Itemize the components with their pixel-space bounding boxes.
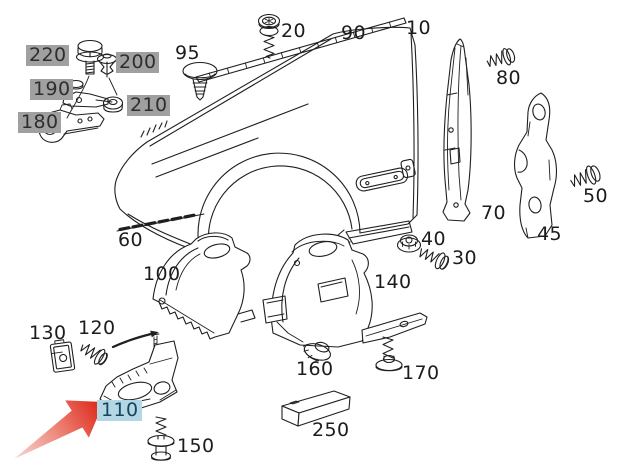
part-label-95: 95 (175, 42, 200, 64)
part-label-100: 100 (143, 263, 181, 285)
hood-strip-90 (195, 17, 407, 83)
screw-20 (257, 13, 281, 59)
clip-130 (49, 339, 76, 373)
grommet-210 (102, 96, 124, 113)
part-label-250: 250 (312, 419, 350, 441)
part-label-90: 90 (341, 22, 366, 44)
part-label-45: 45 (537, 223, 562, 245)
bolt-30 (419, 248, 450, 270)
part-label-70: 70 (481, 202, 506, 224)
part-label-20: 20 (281, 20, 306, 42)
part-label-200: 200 (116, 52, 160, 73)
screw-80 (486, 48, 516, 67)
part-label-40: 40 (421, 228, 446, 250)
screw-120 (80, 344, 108, 366)
part-label-130: 130 (29, 322, 67, 344)
part-label-50: 50 (583, 185, 608, 207)
box-250 (281, 390, 351, 427)
sill-strip-60 (116, 213, 205, 232)
screw-150 (147, 416, 175, 461)
part-label-210: 210 (127, 95, 171, 116)
lower-cover-110 (99, 340, 179, 413)
part-label-160: 160 (296, 358, 334, 380)
wheel-arch-liner-140 (262, 233, 428, 348)
part-label-150: 150 (177, 435, 215, 457)
red-pointer-arrow (14, 400, 104, 459)
part-label-60: 60 (118, 229, 143, 251)
bracket-45 (514, 92, 557, 239)
rivet-95 (182, 61, 218, 101)
clip-200 (96, 53, 118, 96)
pillar-bracket-70 (442, 38, 472, 222)
nut-160 (302, 341, 331, 364)
part-label-80: 80 (496, 67, 521, 89)
part-label-170: 170 (402, 362, 440, 384)
part-label-110-highlighted: 110 (97, 400, 143, 421)
part-label-220: 220 (26, 45, 70, 66)
screw-170 (375, 336, 403, 372)
part-label-30: 30 (452, 247, 477, 269)
part-label-120: 120 (78, 317, 116, 339)
screw-50 (570, 165, 601, 188)
part-label-10: 10 (406, 17, 431, 39)
nut-40 (396, 234, 422, 253)
wheel-arch-liner-100 (111, 232, 256, 352)
part-label-190: 190 (30, 79, 74, 100)
part-label-180: 180 (18, 112, 62, 133)
fender-panel (114, 26, 419, 253)
part-label-140: 140 (374, 271, 412, 293)
